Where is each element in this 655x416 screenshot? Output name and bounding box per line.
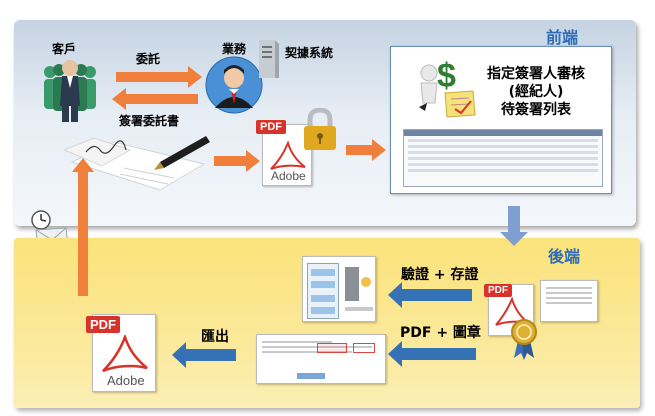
return-to-customer-arrow (78, 168, 88, 296)
business-label: 業務 (222, 42, 247, 56)
signature-document-illustration (62, 128, 214, 198)
sign-entrustment-label: 簽署委託書 (119, 114, 180, 128)
verify-store-arrow (388, 282, 472, 308)
pdf-seal-arrow (388, 341, 476, 367)
contract-system-label: 契據系統 (285, 46, 334, 60)
exported-pdf-tag: PDF (86, 316, 120, 333)
connector-arrowhead (500, 232, 528, 246)
to-pdf-arrow (214, 150, 260, 172)
return-arrow (112, 88, 198, 110)
signing-list-table (403, 129, 603, 187)
export-arrow (172, 342, 236, 368)
verification-flow-illustration (302, 256, 376, 322)
front-to-back-connector (508, 206, 520, 236)
pdf-document-icon: Adobe (262, 124, 312, 186)
customer-group-icon (40, 58, 100, 124)
front-end-title: 前端 (546, 28, 579, 47)
customer-label: 客戶 (52, 42, 77, 56)
business-avatar-icon (205, 56, 263, 114)
verify-store-label: 驗證 + 存證 (401, 267, 479, 283)
pdf-seal-label: PDF + 圖章 (400, 325, 481, 341)
to-review-arrow (346, 139, 386, 161)
stamped-document-preview (256, 334, 386, 384)
seal-badge-icon (508, 318, 540, 360)
review-list-title: 指定簽署人審核 (經紀人) 待簽署列表 (487, 66, 585, 118)
entrust-arrow (116, 66, 202, 88)
server-icon (255, 38, 281, 80)
lock-icon (300, 107, 340, 152)
back-end-title: 後端 (548, 247, 581, 266)
entrust-label: 委託 (136, 52, 161, 66)
auditor-figure-icon: $ (415, 53, 477, 119)
return-arrowhead (72, 158, 94, 172)
signed-pdf-tag: PDF (484, 284, 512, 297)
export-label: 匯出 (201, 329, 229, 345)
certificate-document (540, 280, 598, 322)
review-signing-list-panel: $ 指定簽署人審核 (經紀人) 待簽署列表 (390, 46, 612, 194)
svg-text:$: $ (437, 57, 456, 95)
pdf-tag: PDF (256, 120, 286, 134)
